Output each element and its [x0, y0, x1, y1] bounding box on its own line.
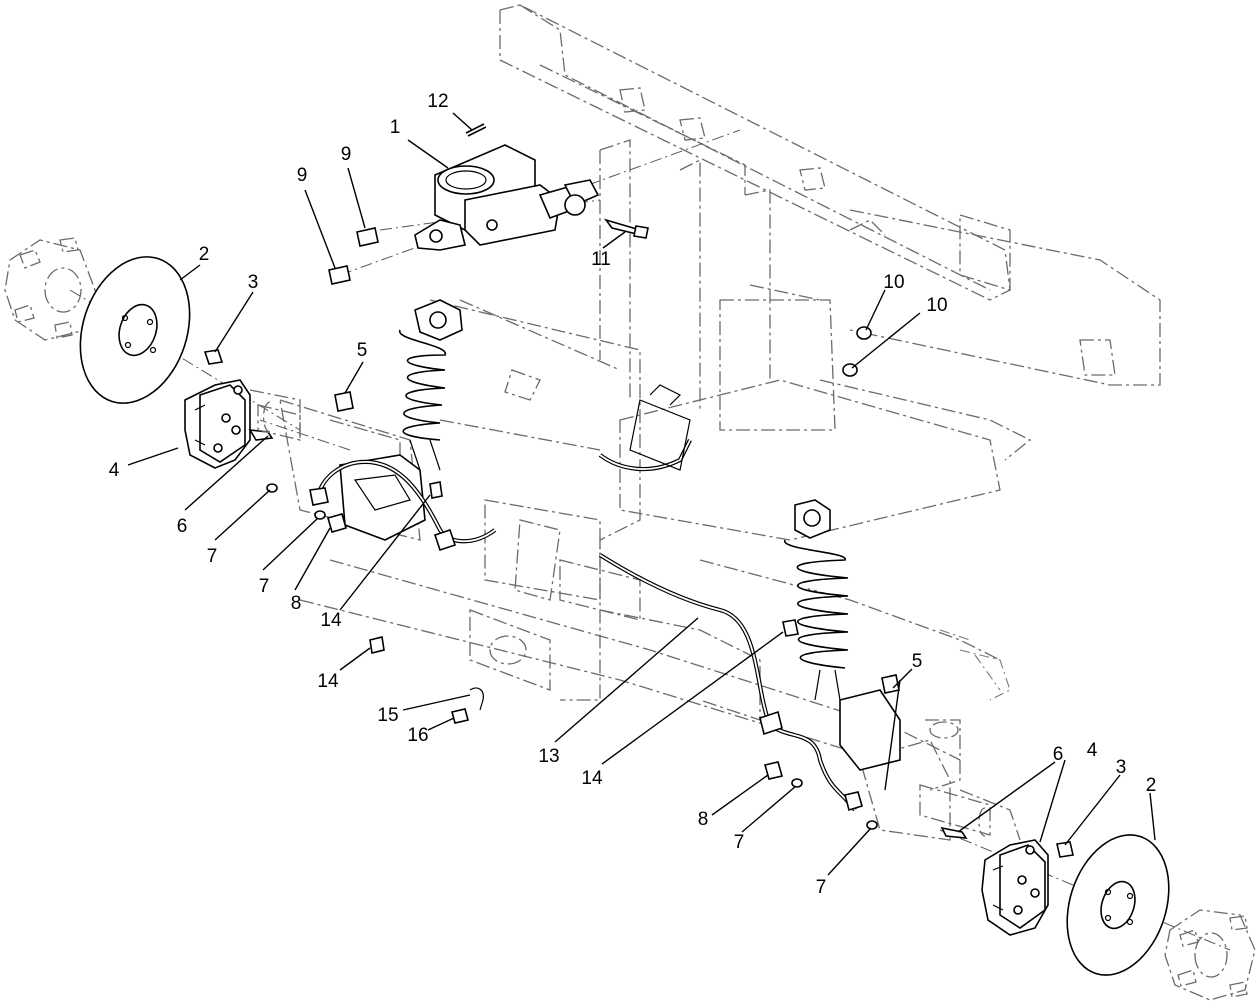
callout-16: 16 — [407, 725, 428, 746]
callout-10: 10 — [926, 295, 947, 316]
callout-leader-lines — [127, 112, 1156, 876]
left-brake-disc — [79, 256, 191, 404]
callout-11: 11 — [591, 249, 611, 270]
callout-4: 4 — [109, 460, 120, 481]
callout-9: 9 — [297, 165, 308, 186]
callout-3: 3 — [248, 272, 259, 293]
alignment-lines — [69, 129, 1231, 951]
callout-6: 6 — [177, 516, 188, 537]
right-spindle — [919, 784, 991, 837]
left-brake-caliper — [184, 379, 274, 469]
callout-1: 1 — [390, 117, 401, 138]
right-brake-disc — [1066, 834, 1170, 976]
left-spindle — [257, 401, 301, 441]
right-brake-caliper — [981, 839, 1049, 936]
callout-4: 4 — [1087, 740, 1098, 761]
right-shock-absorber — [784, 499, 901, 771]
upper-brake-line — [598, 384, 692, 472]
callout-14: 14 — [320, 610, 342, 631]
left-brake-hose — [309, 459, 497, 552]
pivot-bolt — [603, 218, 649, 239]
callout-5: 5 — [912, 651, 923, 672]
left-wheel-hub — [4, 237, 96, 341]
callout-6: 6 — [1053, 744, 1064, 765]
callout-10: 10 — [883, 272, 904, 293]
callout-12: 12 — [427, 91, 448, 112]
callout-7: 7 — [207, 546, 218, 567]
callout-2: 2 — [1146, 775, 1157, 796]
callout-8: 8 — [291, 593, 302, 614]
callout-3: 3 — [1116, 757, 1127, 778]
right-wheel-hub — [1164, 909, 1256, 1001]
callout-labels: 1 12 9 9 11 2 3 5 4 6 7 7 8 14 14 15 16 … — [109, 91, 1157, 898]
brake-master-cylinder — [414, 144, 600, 251]
callout-8: 8 — [698, 809, 709, 830]
callout-7: 7 — [259, 576, 270, 597]
callout-9: 9 — [341, 144, 352, 165]
callout-7: 7 — [816, 877, 827, 898]
callout-13: 13 — [538, 746, 559, 767]
right-brake-hose — [598, 553, 863, 812]
right-bleeder-fitting — [940, 826, 968, 839]
callout-14: 14 — [581, 768, 603, 789]
callout-7: 7 — [734, 832, 745, 853]
callout-5: 5 — [357, 340, 368, 361]
clevis-pin — [465, 123, 487, 137]
callout-15: 15 — [377, 705, 398, 726]
callout-2: 2 — [199, 244, 210, 265]
small-hardware — [203, 326, 1074, 858]
left-shock-absorber — [339, 299, 463, 541]
master-cylinder-bolts — [328, 227, 379, 285]
callout-14: 14 — [317, 671, 339, 692]
